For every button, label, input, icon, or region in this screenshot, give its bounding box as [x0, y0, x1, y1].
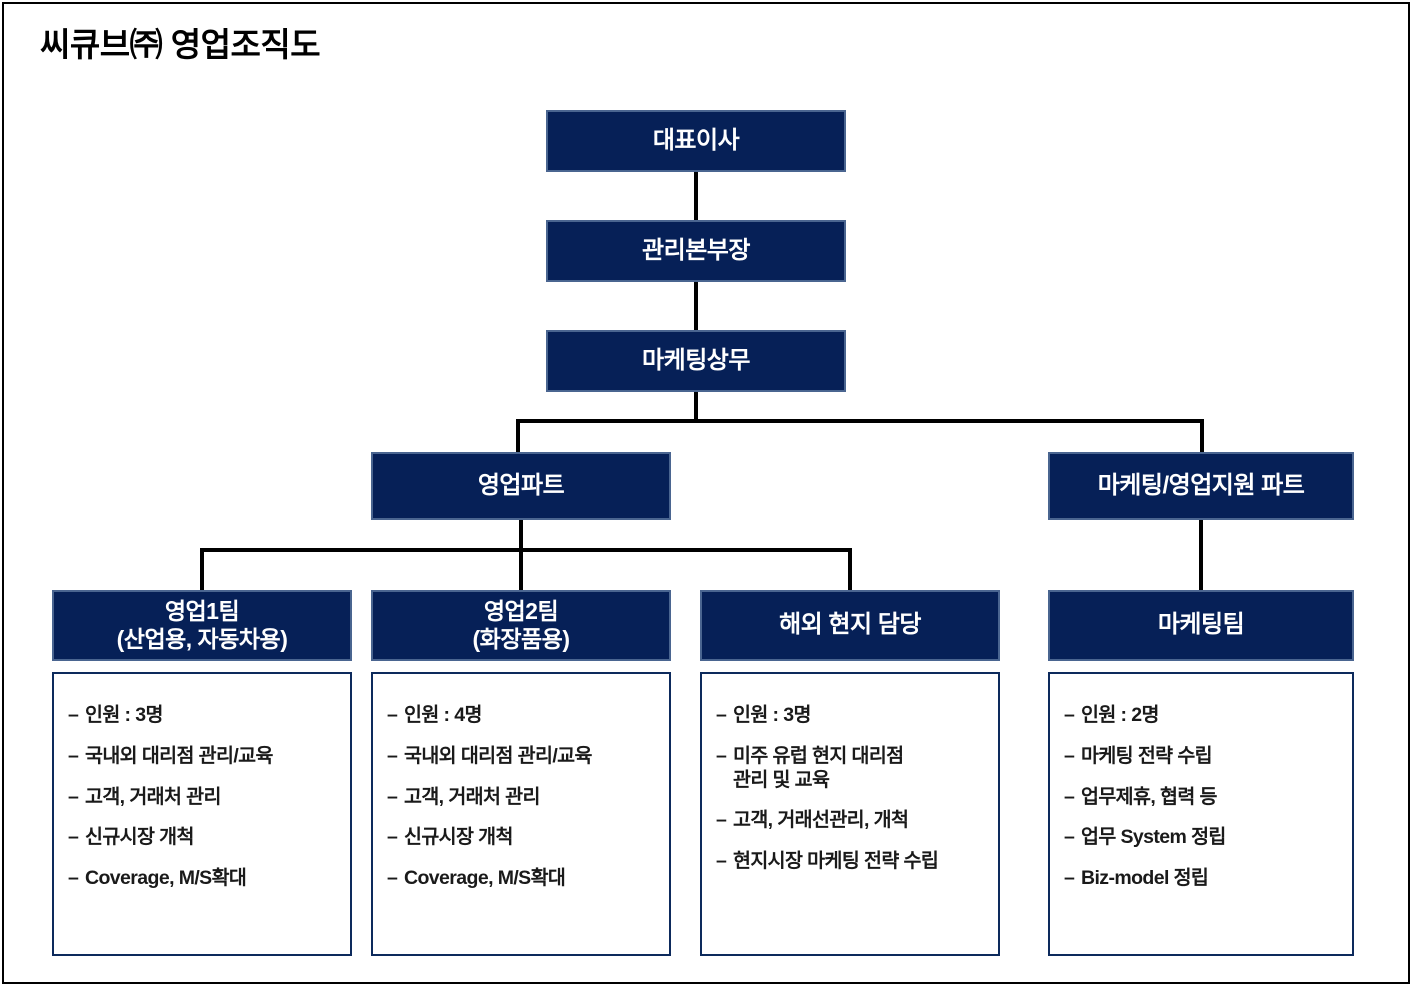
- node-sales-team-1[interactable]: 영업1팀 (산업용, 자동차용): [52, 590, 352, 661]
- bullet-dash: –: [387, 785, 398, 808]
- bullet-dash: –: [387, 744, 398, 767]
- list-item: –업무제휴, 협력 등: [1064, 786, 1344, 810]
- connector-level4-bus: [200, 548, 852, 552]
- node-marketing-support-part[interactable]: 마케팅/영업지원 파트: [1048, 452, 1354, 520]
- list-item: –마케팅 전략 수립: [1064, 745, 1344, 769]
- list-item-text: 현지시장 마케팅 전략 수립: [733, 850, 939, 873]
- list-item-text: 신규시장 개척: [85, 826, 194, 849]
- detail-list-sales-team-2: –인원 : 4명 –국내외 대리점 관리/교육 –고객, 거래처 관리 –신규시…: [373, 704, 669, 891]
- page-title: 씨큐브㈜ 영업조직도: [40, 26, 321, 63]
- list-item-text: Biz-model 정립: [1081, 867, 1209, 890]
- connector-ceo-admin: [694, 172, 698, 220]
- detail-list-sales-team-1: –인원 : 3명 –국내외 대리점 관리/교육 –고객, 거래처 관리 –신규시…: [54, 704, 350, 891]
- node-marketing-director-label: 마케팅상무: [642, 346, 750, 374]
- detail-box-sales-team-2: –인원 : 4명 –국내외 대리점 관리/교육 –고객, 거래처 관리 –신규시…: [371, 672, 671, 956]
- bullet-dash: –: [68, 785, 79, 808]
- list-item-text: 마케팅 전략 수립: [1081, 744, 1213, 767]
- connector-admin-marketing: [694, 282, 698, 330]
- list-item-text: Coverage, M/S확대: [85, 867, 247, 890]
- node-marketing-director[interactable]: 마케팅상무: [546, 330, 846, 392]
- node-sales-team-2-label: 영업2팀 (화장품용): [472, 598, 570, 652]
- list-item: –인원 : 3명: [716, 704, 990, 728]
- connector-mkt-part-mkt-team: [1199, 520, 1203, 590]
- list-item-text: 인원 : 2명: [1081, 704, 1159, 726]
- connector-bus-overseas: [848, 548, 852, 590]
- list-item-text: 인원 : 4명: [404, 704, 482, 726]
- list-item-text: Coverage, M/S확대: [404, 867, 566, 890]
- bullet-dash: –: [716, 704, 727, 726]
- list-item-text: 고객, 거래처 관리: [85, 785, 221, 808]
- list-item-text: 업무 System 정립: [1081, 826, 1226, 849]
- node-marketing-team[interactable]: 마케팅팀: [1048, 590, 1354, 661]
- detail-box-sales-team-1: –인원 : 3명 –국내외 대리점 관리/교육 –고객, 거래처 관리 –신규시…: [52, 672, 352, 956]
- list-item: –고객, 거래처 관리: [387, 786, 661, 810]
- bullet-dash: –: [387, 704, 398, 726]
- list-item: –신규시장 개척: [387, 826, 661, 850]
- list-item: –Biz-model 정립: [1064, 867, 1344, 891]
- node-sales-part-label: 영업파트: [477, 471, 565, 499]
- bullet-dash: –: [1064, 744, 1075, 767]
- list-item-text: 고객, 거래선관리, 개척: [733, 809, 909, 832]
- bullet-dash: –: [68, 744, 79, 767]
- list-item: –국내외 대리점 관리/교육: [387, 745, 661, 769]
- bullet-dash: –: [716, 744, 727, 767]
- list-item: –인원 : 3명: [68, 704, 342, 728]
- bullet-dash: –: [387, 867, 398, 890]
- bullet-dash: –: [387, 826, 398, 849]
- list-item-text: 미주 유럽 현지 대리점 관리 및 교육: [733, 744, 904, 791]
- connector-marketing-drop: [694, 392, 698, 422]
- detail-box-marketing-team: –인원 : 2명 –마케팅 전략 수립 –업무제휴, 협력 등 –업무 Syst…: [1048, 672, 1354, 956]
- connector-bus-team2: [519, 548, 523, 590]
- list-item-text: 인원 : 3명: [85, 704, 163, 726]
- bullet-dash: –: [1064, 785, 1075, 808]
- connector-bus-sales-part: [516, 419, 520, 452]
- bullet-dash: –: [1064, 867, 1075, 890]
- list-item: –고객, 거래처 관리: [68, 786, 342, 810]
- node-admin-director-label: 관리본부장: [642, 236, 750, 264]
- list-item: –인원 : 2명: [1064, 704, 1344, 728]
- bullet-dash: –: [68, 826, 79, 849]
- node-marketing-support-part-label: 마케팅/영업지원 파트: [1097, 471, 1305, 499]
- node-marketing-team-label: 마케팅팀: [1157, 611, 1245, 639]
- connector-bus-team1: [200, 548, 204, 590]
- list-item: –Coverage, M/S확대: [68, 867, 342, 891]
- node-ceo[interactable]: 대표이사: [546, 110, 846, 172]
- list-item: –미주 유럽 현지 대리점 관리 및 교육: [716, 745, 990, 793]
- node-sales-part[interactable]: 영업파트: [371, 452, 671, 520]
- list-item-text: 인원 : 3명: [733, 704, 811, 726]
- node-ceo-label: 대표이사: [652, 126, 740, 154]
- list-item: –신규시장 개척: [68, 826, 342, 850]
- node-admin-director[interactable]: 관리본부장: [546, 220, 846, 282]
- list-item: –현지시장 마케팅 전략 수립: [716, 850, 990, 874]
- node-sales-team-1-label: 영업1팀 (산업용, 자동차용): [116, 598, 288, 652]
- bullet-dash: –: [68, 704, 79, 726]
- bullet-dash: –: [1064, 826, 1075, 849]
- list-item: –Coverage, M/S확대: [387, 867, 661, 891]
- node-overseas-local[interactable]: 해외 현지 담당: [700, 590, 1000, 661]
- bullet-dash: –: [68, 867, 79, 890]
- detail-list-marketing-team: –인원 : 2명 –마케팅 전략 수립 –업무제휴, 협력 등 –업무 Syst…: [1050, 704, 1352, 891]
- detail-list-overseas-local: –인원 : 3명 –미주 유럽 현지 대리점 관리 및 교육 –고객, 거래선관…: [702, 704, 998, 874]
- list-item-text: 국내외 대리점 관리/교육: [404, 744, 592, 767]
- bullet-dash: –: [716, 850, 727, 873]
- connector-level3-bus: [516, 419, 1204, 423]
- list-item-text: 국내외 대리점 관리/교육: [85, 744, 273, 767]
- connector-sales-part-drop: [519, 520, 523, 550]
- list-item: –업무 System 정립: [1064, 826, 1344, 850]
- detail-box-overseas-local: –인원 : 3명 –미주 유럽 현지 대리점 관리 및 교육 –고객, 거래선관…: [700, 672, 1000, 956]
- list-item: –국내외 대리점 관리/교육: [68, 745, 342, 769]
- node-overseas-local-label: 해외 현지 담당: [779, 611, 921, 639]
- node-sales-team-2[interactable]: 영업2팀 (화장품용): [371, 590, 671, 661]
- bullet-dash: –: [1064, 704, 1075, 726]
- list-item: –고객, 거래선관리, 개척: [716, 809, 990, 833]
- connector-bus-mkt-part: [1200, 419, 1204, 452]
- list-item-text: 고객, 거래처 관리: [404, 785, 540, 808]
- list-item-text: 신규시장 개척: [404, 826, 513, 849]
- list-item: –인원 : 4명: [387, 704, 661, 728]
- bullet-dash: –: [716, 809, 727, 832]
- list-item-text: 업무제휴, 협력 등: [1081, 785, 1217, 808]
